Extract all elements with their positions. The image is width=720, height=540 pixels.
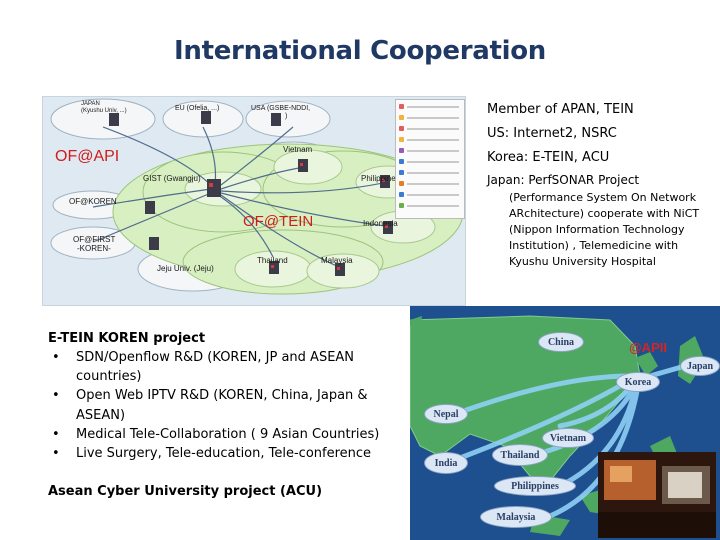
label-usa-sub: ) xyxy=(285,113,287,120)
map-label-japan: Japan xyxy=(680,356,720,376)
slide-title: International Cooperation xyxy=(0,36,720,66)
map-label-malaysia: Malaysia xyxy=(480,506,552,528)
member-line: Member of APAN, TEIN xyxy=(487,102,634,117)
label-malaysia: Malaysia xyxy=(321,257,353,265)
label-vietnam: Vietnam xyxy=(283,146,312,154)
koren-bullet-list: SDN/Openflow R&D (KOREN, JP and ASEAN co… xyxy=(52,348,392,463)
network-diagram: JAPAN (Kyushu Univ, ...) EU (Ofelia, ...… xyxy=(42,96,466,306)
map-label-india: India xyxy=(424,452,468,474)
japan-line: Japan: PerfSONAR Project xyxy=(487,173,639,187)
label-usa: USA (GSBE-NDDI, xyxy=(251,105,310,112)
koren-project-title: E-TEIN KOREN project xyxy=(48,331,205,346)
label-of-api: OF@API xyxy=(55,148,119,166)
bullet-item: Medical Tele-Collaboration ( 9 Asian Cou… xyxy=(52,425,392,444)
map-label-philippines: Philippines xyxy=(494,476,576,496)
diagram-legend xyxy=(395,99,465,219)
label-jeju: Jeju Univ. (Jeju) xyxy=(157,265,214,273)
map-label-china: China xyxy=(538,332,584,352)
us-line: US: Internet2, NSRC xyxy=(487,126,617,141)
conference-screen-photo xyxy=(598,452,716,538)
label-gist: GIST (Gwangju) xyxy=(143,175,201,183)
label-of-tein: OF@TEIN xyxy=(243,213,313,230)
korea-line: Korea: E-TEIN, ACU xyxy=(487,150,609,165)
perfsonar-description: (Performance System On Network ARchitect… xyxy=(509,190,709,270)
label-japan-sub: (Kyushu Univ, ...) xyxy=(81,108,127,114)
label-eu: EU (Ofelia, ...) xyxy=(175,105,219,112)
bullet-item: SDN/Openflow R&D (KOREN, JP and ASEAN co… xyxy=(52,348,392,386)
map-label-vietnam: Vietnam xyxy=(542,428,594,448)
map-api-label: @APII xyxy=(629,340,667,355)
label-ofkoren: OF@KOREN xyxy=(69,198,117,206)
bullet-item: Open Web IPTV R&D (KOREN, China, Japan &… xyxy=(52,386,392,424)
label-japan: JAPAN xyxy=(81,101,100,107)
map-label-korea: Korea xyxy=(616,372,660,392)
acu-project-title: Asean Cyber University project (ACU) xyxy=(48,484,322,499)
label-offirst: OF@FIRST xyxy=(73,236,115,244)
map-label-thailand: Thailand xyxy=(492,444,548,466)
label-indonesia: Indonesia xyxy=(363,220,398,228)
map-label-nepal: Nepal xyxy=(424,404,468,424)
bullet-item: Live Surgery, Tele-education, Tele-confe… xyxy=(52,444,392,463)
asia-network-map: China Japan Korea Nepal Vietnam India Th… xyxy=(410,306,720,540)
label-koren: -KOREN- xyxy=(77,245,111,253)
label-thailand: Thailand xyxy=(257,257,288,265)
label-philippines: Philippines xyxy=(361,175,400,183)
